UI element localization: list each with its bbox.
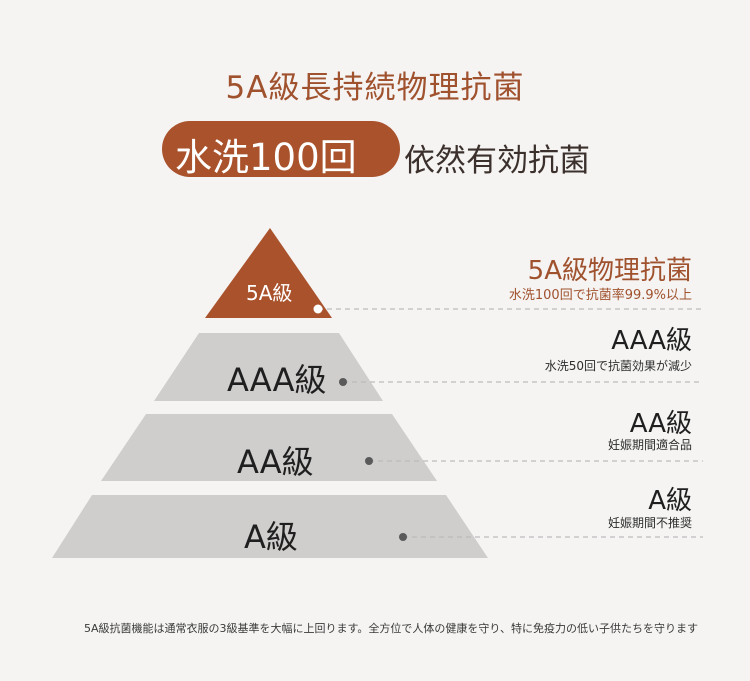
tier-title-5a: 5A級物理抗菌 xyxy=(527,256,692,286)
leader-dot-aa xyxy=(365,457,373,465)
subheadline: 依然有効抗菌 xyxy=(404,143,590,179)
badge-pill xyxy=(162,121,400,177)
badge-text: 水洗100回 xyxy=(175,136,357,179)
pyramid-tier-a xyxy=(52,495,488,558)
tier-desc-5a: 水洗100回で抗菌率99.9%以上 xyxy=(508,288,692,303)
tier-title-a: A級 xyxy=(648,486,692,516)
tier-label-aa: AA級 xyxy=(237,443,314,481)
leader-dot-a xyxy=(399,533,407,541)
tier-label-aaa: AAA級 xyxy=(227,361,327,399)
tier-desc-aa: 妊娠期間適合品 xyxy=(607,438,692,452)
pyramid-tier-aa xyxy=(101,414,437,481)
pyramid-tier-aaa xyxy=(154,333,383,401)
tier-label-5a: 5A級 xyxy=(246,281,293,305)
footer-note: 5A級抗菌機能は通常衣服の3級基準を大幅に上回ります。全方位で人体の健康を守り、… xyxy=(84,622,698,635)
tier-title-aaa: AAA級 xyxy=(611,326,692,356)
tier-desc-a: 妊娠期間不推奨 xyxy=(607,516,692,530)
tier-desc-aaa: 水洗50回で抗菌効果が減少 xyxy=(544,359,692,373)
leader-dot-aaa xyxy=(339,378,347,386)
pyramid-tier-5a xyxy=(205,228,332,318)
leader-dot-5a xyxy=(313,304,323,314)
headline: 5A級長持続物理抗菌 xyxy=(225,70,525,106)
tier-label-a: A級 xyxy=(244,518,298,556)
tier-title-aa: AA級 xyxy=(629,409,692,439)
